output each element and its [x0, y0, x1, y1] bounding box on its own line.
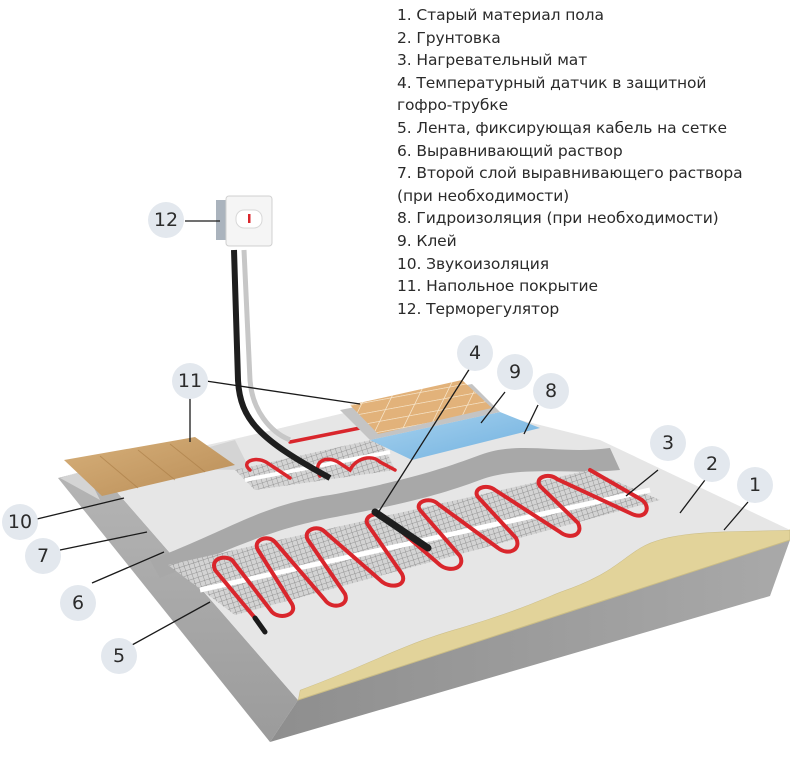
concrete-slab-left-face: [58, 468, 298, 742]
legend-item-3: 3. Нагревательный мат: [397, 51, 588, 70]
callout-4: 4: [457, 335, 493, 371]
svg-text:12: 12: [154, 209, 178, 231]
callout-1: 1: [737, 467, 773, 503]
callout-7: 7: [25, 538, 61, 574]
legend-item-7: 7. Второй слой выравнивающего раствора: [397, 164, 743, 183]
svg-text:3: 3: [662, 432, 674, 454]
callout-10: 10: [2, 504, 38, 540]
legend-item-2: 2. Грунтовка: [397, 28, 501, 47]
svg-text:1: 1: [749, 474, 761, 496]
svg-text:11: 11: [178, 370, 202, 392]
legend-item-8: 8. Гидроизоляция (при необходимости): [397, 209, 719, 228]
wood-plank-lines: [99, 443, 206, 489]
temperature-sensor: [371, 508, 432, 552]
svg-text:8: 8: [545, 380, 557, 402]
legend-item-11: 11. Напольное покрытие: [397, 277, 598, 296]
svg-text:5: 5: [113, 645, 125, 667]
legend-item-6: 6. Выравнивающий раствор: [397, 141, 623, 160]
svg-text:2: 2: [706, 453, 718, 475]
callout-11a: 11: [172, 363, 208, 399]
heating-mat-mesh-back: [235, 438, 395, 490]
concrete-slab-front-face: [270, 540, 790, 742]
sensor-conduit: [241, 249, 292, 443]
legend: 1. Старый материал пола 2. Грунтовка 3. …: [397, 4, 787, 320]
svg-text:6: 6: [72, 592, 84, 614]
leader-lines: [36, 220, 749, 646]
svg-text:9: 9: [509, 361, 521, 383]
legend-item-12: 12. Терморегулятор: [397, 299, 560, 318]
heating-cable-back: [244, 426, 397, 480]
thermostat: [216, 195, 273, 247]
callout-6: 6: [60, 585, 96, 621]
callout-2: 2: [694, 446, 730, 482]
legend-item-5: 5. Лента, фиксирующая кабель на сетке: [397, 118, 727, 137]
legend-item-4-cont: гофро-трубке: [397, 96, 509, 115]
svg-text:4: 4: [469, 342, 481, 364]
callout-8: 8: [533, 373, 569, 409]
callout-9: 9: [497, 354, 533, 390]
legend-item-4: 4. Температурный датчик в защитной: [397, 73, 707, 92]
cable-cold-end: [252, 615, 268, 635]
callout-3: 3: [650, 425, 686, 461]
wood-flooring: [64, 437, 235, 496]
waterproofing-layer: [370, 412, 540, 460]
leveling-mortar-layer: [150, 448, 620, 578]
svg-text:7: 7: [37, 545, 49, 567]
tile-flooring: [350, 380, 492, 434]
callout-12: 12: [148, 202, 184, 238]
legend-item-10: 10. Звукоизоляция: [397, 254, 549, 273]
legend-item-9: 9. Клей: [397, 231, 457, 250]
legend-item-7-cont: (при необходимости): [397, 186, 570, 205]
callout-5: 5: [101, 638, 137, 674]
legend-item-1: 1. Старый материал пола: [397, 6, 604, 24]
svg-text:10: 10: [8, 511, 32, 533]
